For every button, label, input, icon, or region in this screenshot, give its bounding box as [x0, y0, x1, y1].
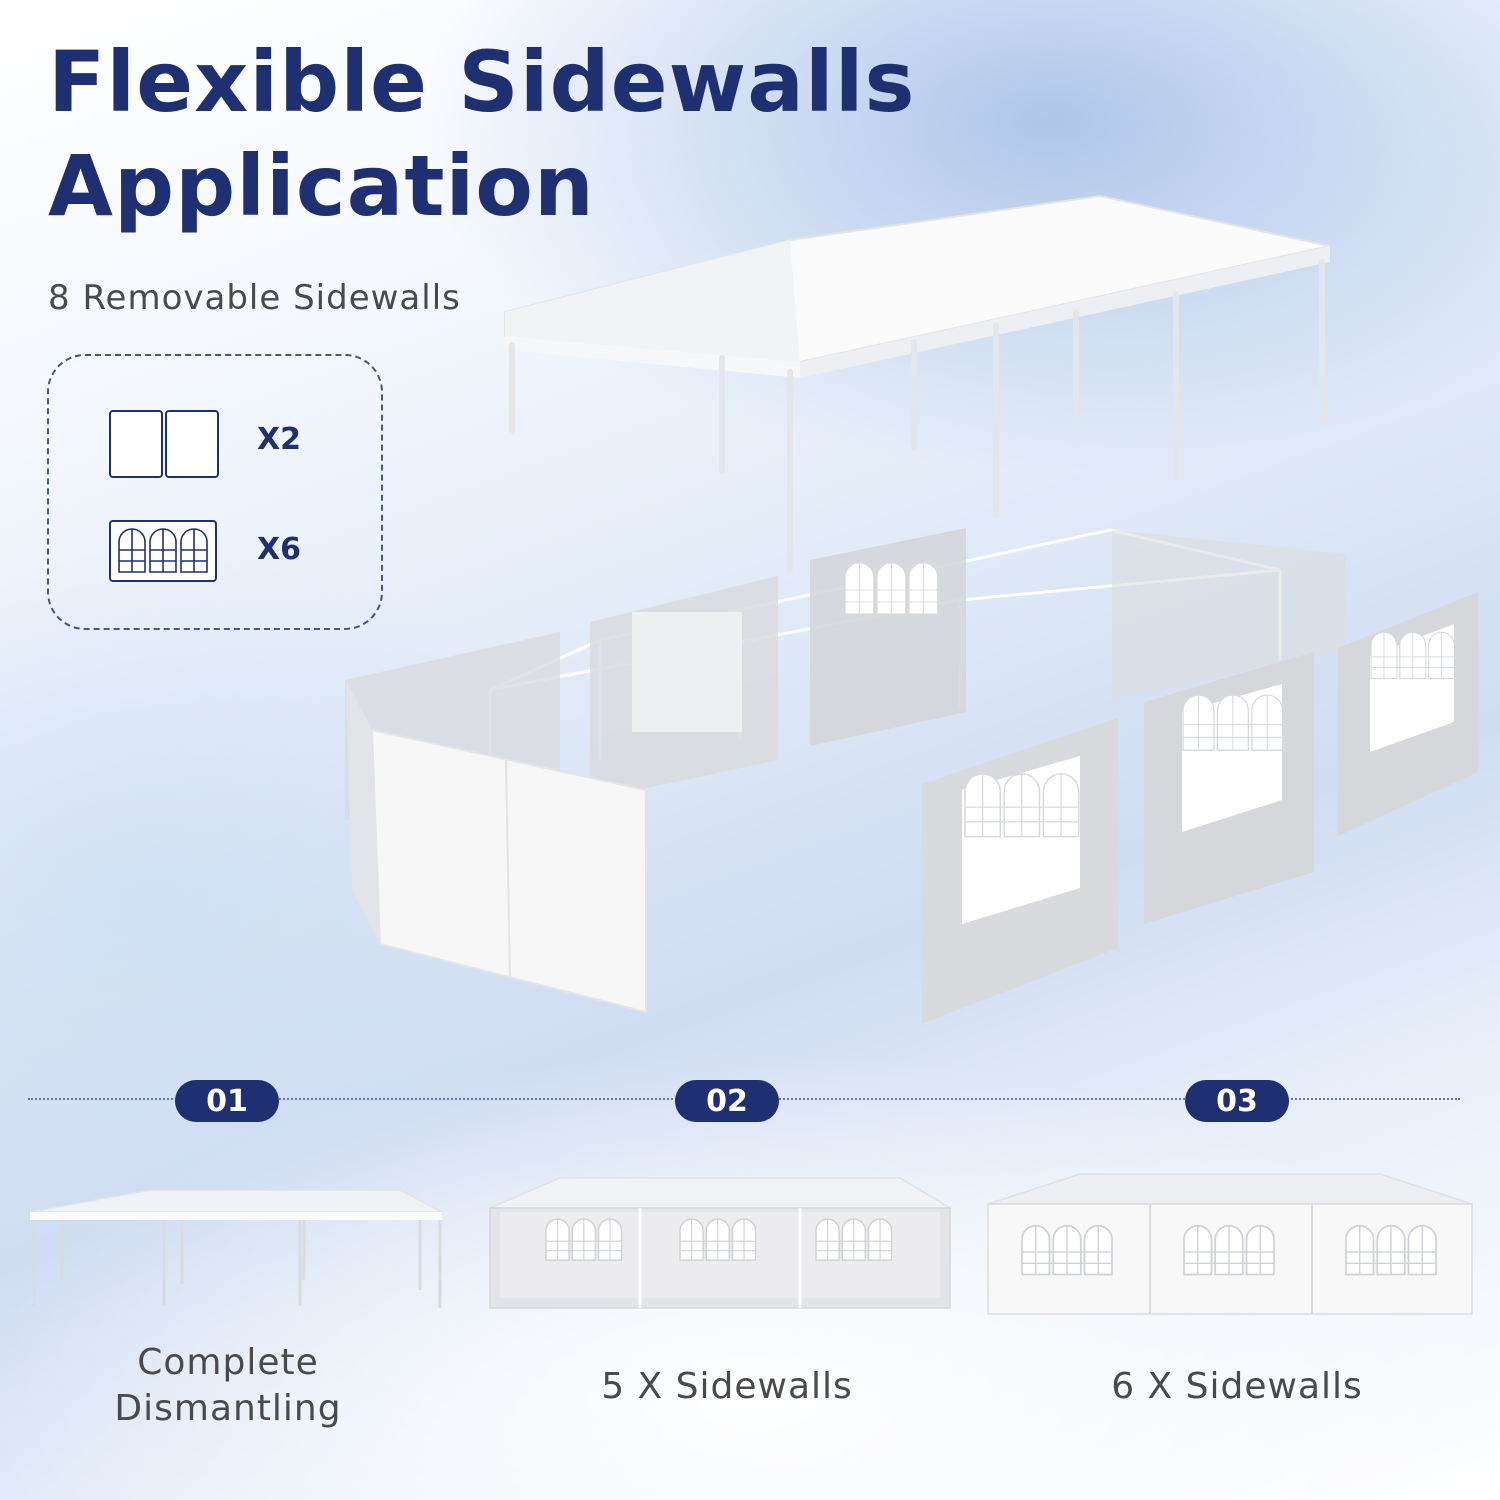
front-window-sidewall-2	[1144, 652, 1314, 924]
option-1-label-line1: Complete	[137, 1342, 319, 1383]
subtitle: 8 Removable Sidewalls	[48, 278, 461, 318]
legend-row-window	[109, 520, 219, 584]
front-window-sidewall-3	[1338, 592, 1478, 836]
legend-row-plain	[109, 410, 219, 480]
title-line-1: Flexible Sidewalls	[48, 33, 916, 131]
option-2-number-badge: 02	[675, 1080, 779, 1122]
option-1-label-line2: Dismantling	[114, 1388, 342, 1429]
option-2-label: 5 X Sidewalls	[601, 1366, 853, 1407]
front-window-sidewall-1	[922, 718, 1118, 1024]
option-1-tent	[29, 1189, 443, 1308]
window-sidewall-icon	[109, 520, 217, 582]
title-line-2: Application	[48, 137, 595, 235]
legend-count-plain: X2	[257, 422, 302, 457]
canopy-roof	[504, 194, 1331, 378]
option-2-tent	[489, 1177, 953, 1309]
sidewall-legend: X2 X6	[47, 354, 383, 630]
option-1-label: Complete Dismantling	[78, 1340, 378, 1432]
option-1-number-badge: 01	[175, 1080, 279, 1122]
plain-sidewall-icon	[109, 410, 219, 478]
page-title: Flexible Sidewalls Application	[48, 30, 916, 238]
option-tent-illustrations	[29, 1173, 1473, 1315]
front-plain-sidewall	[346, 680, 647, 1014]
option-3-number-badge: 03	[1185, 1080, 1289, 1122]
canopy-legs	[509, 259, 1325, 573]
option-3-label: 6 X Sidewalls	[1111, 1366, 1363, 1407]
legend-count-window: X6	[257, 532, 302, 567]
option-3-tent	[987, 1173, 1473, 1315]
tent-exploded-illustration	[345, 194, 1478, 1024]
